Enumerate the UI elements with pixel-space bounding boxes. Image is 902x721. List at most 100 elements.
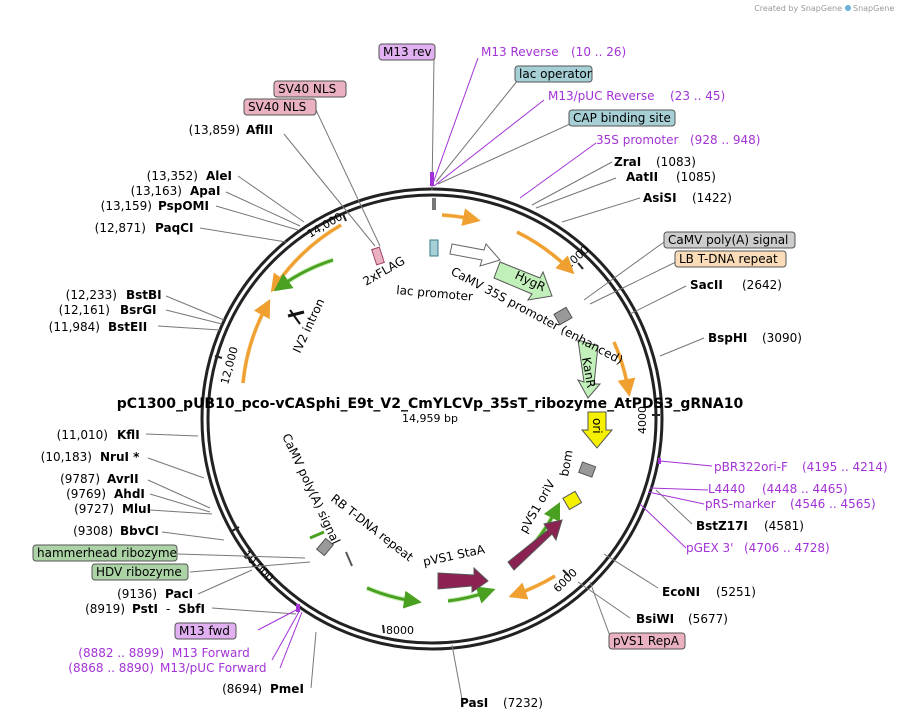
enzyme-pos-ahdi: (9769) — [66, 487, 106, 501]
enzyme-bsiwi: BsiWI — [636, 612, 674, 626]
tick-4000: 4000 — [636, 406, 649, 434]
enzyme-pos-aflii: (13,859) — [189, 123, 240, 137]
enzyme-ahdi: AhdI — [114, 487, 145, 501]
enzyme-pos-apai: (13,163) — [131, 184, 182, 198]
enzyme-asisi: AsiSI — [643, 191, 677, 205]
enzyme-pos-econi: (5251) — [716, 585, 756, 599]
enzyme-pos-paci: (9136) — [117, 587, 157, 601]
kanr-label: KanR — [579, 356, 598, 389]
enzyme-pos-bsrgi: (12,161) — [59, 303, 110, 317]
enzyme-pos-psti: (8919) — [85, 602, 125, 616]
enzyme-bbvci: BbvCI — [120, 524, 159, 538]
enzyme-pos-bsphi: (3090) — [762, 331, 802, 345]
primer-pos-m13puc-reverse: (23 .. 45) — [670, 89, 725, 103]
enzyme-pos-bstz17i: (4581) — [764, 519, 804, 533]
primer-l4440: L4440 — [708, 482, 745, 496]
camv-polya-inner-label: CaMV poly(A) signal — [279, 431, 343, 546]
enzyme-paqci: PaqCI — [155, 221, 193, 235]
primer-pos-35s: (928 .. 948) — [690, 133, 760, 147]
camv35s-arrow — [449, 243, 501, 267]
primer-m13-reverse: M13 Reverse — [481, 45, 559, 59]
enzyme-pos-nrui: (10,183) — [41, 450, 92, 464]
enzyme-pos-asisi: (1422) — [692, 191, 732, 205]
kanr-arrow — [576, 339, 602, 399]
feature-hdv: HDV ribozyme — [96, 565, 182, 579]
primer-pos-prs-marker: (4546 .. 4565) — [790, 497, 876, 511]
enzyme-nrui: NruI * — [100, 450, 140, 464]
feature-cap-binding: CAP binding site — [573, 111, 671, 125]
primer-pgex3: pGEX 3' — [686, 541, 733, 555]
bom-box — [578, 461, 597, 478]
yellow-box — [562, 490, 583, 511]
tick-12000: 12,000 — [218, 345, 241, 386]
lac-promoter-label: lac promoter — [396, 283, 474, 304]
enzyme-separator: - — [166, 602, 170, 616]
enzyme-pos-pasi: (7232) — [503, 696, 543, 710]
leader-lines — [145, 57, 705, 700]
orf-arcs — [241, 208, 636, 600]
pvs1-staa-arrow — [437, 566, 489, 593]
primer-pos-pbr322ori: (4195 .. 4214) — [802, 460, 888, 474]
feature-m13-rev: M13 rev — [383, 45, 432, 59]
backbone-markers — [296, 172, 661, 612]
enzyme-pos-paqci: (12,871) — [95, 221, 146, 235]
primer-pos-m13-reverse: (10 .. 26) — [571, 45, 626, 59]
backbone-inner — [206, 193, 658, 645]
primer-pbr322ori: pBR322ori-F — [714, 460, 788, 474]
enzyme-aflii: AflII — [246, 123, 273, 137]
snapgene-logo-text: SnapGene — [853, 4, 894, 13]
primer-35s: 35S promoter — [596, 133, 678, 147]
enzyme-bstbi: BstBI — [126, 288, 162, 302]
enzyme-pasi: PasI — [460, 696, 488, 710]
primer-m13-forward: M13 Forward — [172, 646, 250, 660]
feature-pvs1-repa: pVS1 RepA — [613, 634, 680, 648]
ori-arrow — [580, 411, 614, 449]
boxed-labels: M13 rev lac operator CAP binding site SV… — [32, 43, 796, 650]
bom-label: bom — [557, 449, 575, 478]
snapgene-watermark: Created by SnapGene — [754, 4, 842, 13]
enzyme-pmei: PmeI — [270, 682, 304, 696]
enzyme-pos-alei: (13,352) — [147, 169, 198, 183]
enzyme-pos-pmei: (8694) — [222, 682, 262, 696]
enzyme-pos-sacii: (2642) — [742, 278, 782, 292]
feature-lac-operator: lac operator — [519, 67, 592, 81]
enzyme-sacii: SacII — [690, 278, 723, 292]
enzyme-aatii: AatII — [626, 170, 658, 184]
feature-camv-polya: CaMV poly(A) signal — [668, 233, 788, 247]
enzyme-sbfi: SbfI — [178, 602, 205, 616]
snapgene-logo-icon — [845, 5, 851, 11]
grey-box-2 — [315, 537, 335, 557]
feature-hammerhead: hammerhead ribozyme — [37, 546, 177, 560]
enzyme-pspomi: PspOMI — [158, 199, 209, 213]
enzyme-labels: (13,859) AflII (13,352) AleI (13,163) Ap… — [41, 123, 804, 710]
enzyme-bsphi: BspHI — [708, 331, 747, 345]
enzyme-pos-bsteii: (11,984) — [49, 320, 100, 334]
feature-sv40-nls-1: SV40 NLS — [278, 82, 336, 96]
enzyme-bstz17i: BstZ17I — [696, 519, 748, 533]
plasmid-length: 14,959 bp — [402, 412, 458, 425]
enzyme-pos-pspomi: (13,159) — [101, 199, 152, 213]
hygr-arrow — [493, 261, 553, 301]
flag-box — [371, 246, 385, 266]
primer-pos-pgex3: (4706 .. 4728) — [744, 541, 830, 555]
enzyme-avrii: AvrII — [107, 472, 139, 486]
enzyme-pos-bbvci: (9308) — [73, 524, 113, 538]
enzyme-pos-mlui: (9727) — [74, 502, 114, 516]
feature-lb-tdna: LB T-DNA repeat — [679, 252, 778, 266]
enzyme-pos-aatii: (1085) — [676, 170, 716, 184]
enzyme-bsteii: BstEII — [108, 320, 147, 334]
enzyme-pos-kfli: (11,010) — [57, 428, 108, 442]
primer-labels: M13 Reverse (10 .. 26) M13/pUC Reverse (… — [68, 45, 887, 675]
primer-prs-marker: pRS-marker — [705, 497, 776, 511]
primer-pos-m13-forward: (8882 .. 8899) — [78, 646, 164, 660]
enzyme-paci: PacI — [165, 587, 193, 601]
enzyme-apai: ApaI — [190, 184, 220, 198]
tick-marks — [214, 213, 660, 634]
primer-m13puc-forward: M13/pUC Forward — [160, 661, 267, 675]
enzyme-pos-bstbi: (12,233) — [66, 288, 117, 302]
feature-sv40-nls-2: SV40 NLS — [248, 100, 306, 114]
primer-m13puc-reverse: M13/pUC Reverse — [548, 89, 655, 103]
grey-box-1 — [553, 306, 573, 326]
enzyme-bsrgi: BsrGI — [120, 303, 157, 317]
